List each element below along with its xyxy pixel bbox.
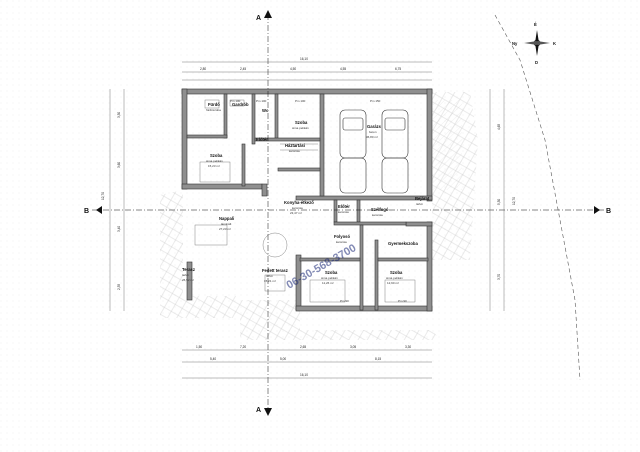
- room-name: Garázs: [367, 124, 382, 129]
- svg-text:3,30: 3,30: [405, 345, 411, 349]
- garage-apron: [432, 100, 462, 190]
- svg-text:7,20: 7,20: [240, 345, 246, 349]
- room-name: Szélfogó: [371, 207, 389, 212]
- svg-text:3,30: 3,30: [117, 112, 121, 118]
- terrace-paving: [160, 190, 240, 318]
- section-b-label-left: B: [84, 208, 89, 215]
- room-name: Előtér: [256, 137, 268, 142]
- svg-text:3,40: 3,40: [117, 226, 121, 232]
- furniture: [194, 99, 416, 303]
- svg-text:4,65: 4,65: [497, 124, 501, 130]
- room-name: Előtér: [338, 204, 350, 209]
- svg-text:3,70: 3,70: [497, 274, 501, 280]
- room-name: Konyha-étkező: [284, 200, 314, 205]
- svg-text:5,00: 5,00: [280, 357, 286, 361]
- svg-text:Pm 150: Pm 150: [370, 99, 381, 103]
- svg-text:Pm 100: Pm 100: [295, 99, 306, 103]
- room-name: Fedett terasz: [262, 268, 288, 273]
- svg-text:4,50: 4,50: [290, 67, 296, 71]
- svg-text:2,80: 2,80: [200, 67, 206, 71]
- compass-rose: [524, 30, 550, 56]
- room-area: 15,23 m²: [208, 164, 220, 168]
- svg-text:3,60: 3,60: [117, 162, 121, 168]
- room-name: Szoba: [210, 153, 223, 158]
- room-name: Szoba: [295, 120, 308, 125]
- level-labels: Pm 100 Pm 100 Pm 150 Pm 100 Pm 90 Pm 90: [230, 99, 407, 303]
- room-name: Szoba: [325, 270, 338, 275]
- room-sub: sima pelikán: [321, 276, 338, 280]
- room-name: Bejárat: [415, 196, 430, 201]
- section-b-axis: [92, 206, 605, 214]
- room-sub: laminált: [221, 222, 232, 226]
- compass-north: É: [534, 22, 537, 27]
- section-a-label-bottom: A: [256, 407, 261, 414]
- section-a-axis: [264, 10, 272, 416]
- inner-walls: [186, 93, 429, 311]
- svg-text:Pm 100: Pm 100: [256, 99, 267, 103]
- room-area: 11,26 m²: [322, 281, 334, 285]
- room-name: Szoba: [390, 270, 403, 275]
- room-name: Terasz: [182, 267, 195, 272]
- bottom-dimensions: 1,50 7,20 2,65 3,05 3,30 5,40 5,00 8,15 …: [182, 345, 432, 379]
- svg-text:2,45: 2,45: [240, 67, 246, 71]
- svg-text:5,40: 5,40: [210, 357, 216, 361]
- svg-text:12,70: 12,70: [512, 197, 516, 205]
- garage-cars: [339, 109, 409, 194]
- room-sub: kerámia: [289, 149, 300, 153]
- room-sub: sima pelikán: [206, 159, 223, 163]
- svg-text:2,65: 2,65: [300, 345, 306, 349]
- room-sub: sima pelikán: [292, 126, 309, 130]
- right-dimensions: 12,70 4,65 5,30 3,70: [489, 89, 516, 311]
- room-sub: kerámia: [338, 210, 349, 214]
- room-area: 36,80 m²: [366, 135, 378, 139]
- svg-text:4,55: 4,55: [340, 67, 346, 71]
- svg-text:16,10: 16,10: [300, 373, 308, 377]
- outer-walls: [181, 88, 433, 312]
- svg-text:Pm 90: Pm 90: [340, 299, 349, 303]
- room-name: Háztartási: [285, 143, 305, 148]
- room-name: Gardrób: [232, 102, 249, 107]
- section-b-label-right: B: [606, 208, 611, 215]
- svg-text:12,70: 12,70: [101, 192, 105, 200]
- room-name: Folyosó: [334, 234, 350, 239]
- section-a-label-top: A: [256, 15, 261, 22]
- room-sub: kerámia: [336, 240, 347, 244]
- room-area: 15,21 m²: [264, 279, 276, 283]
- svg-text:8,15: 8,15: [375, 357, 381, 361]
- room-area: 27,23 m²: [219, 227, 231, 231]
- compass-east: K: [553, 41, 556, 46]
- room-sub: térkő: [416, 202, 423, 206]
- room-area: 26,52 m²: [182, 278, 194, 282]
- svg-text:3,05: 3,05: [350, 345, 356, 349]
- room-name: Gyermekszoba: [388, 241, 418, 246]
- left-dimensions: 12,70 3,30 3,60 3,40 2,35: [101, 89, 125, 311]
- compass-west: Ny: [512, 41, 518, 46]
- room-name: Fürdő: [208, 102, 220, 107]
- top-dimensions: 16,10 2,80 2,45 4,50 4,55 6,75: [182, 57, 432, 81]
- room-sub: kerámia: [292, 206, 303, 210]
- svg-text:Pm 90: Pm 90: [398, 299, 407, 303]
- rear-paving: [240, 300, 440, 340]
- room-sub: térkő: [266, 274, 273, 278]
- svg-text:1,50: 1,50: [196, 345, 202, 349]
- room-area: 12,90 m²: [387, 281, 399, 285]
- room-sub: beton: [369, 130, 377, 134]
- svg-text:2,35: 2,35: [117, 284, 121, 290]
- room-area: 23,47 m²: [290, 211, 302, 215]
- svg-text:16,10: 16,10: [300, 57, 308, 61]
- compass-south: D: [535, 60, 538, 65]
- room-sub: fürdőszoba: [206, 108, 221, 112]
- room-name: Wc: [262, 108, 269, 113]
- svg-text:6,75: 6,75: [395, 67, 401, 71]
- room-sub: kerámia: [372, 213, 383, 217]
- room-sub: sima pelikán: [386, 276, 403, 280]
- room-name: Nappali: [219, 216, 234, 221]
- plot-boundary: [494, 14, 581, 381]
- svg-text:5,30: 5,30: [497, 199, 501, 205]
- svg-text:Pm 100: Pm 100: [230, 99, 241, 103]
- room-labels: Fürdő fürdőszoba Gardrób Wc Szoba sima p…: [182, 102, 430, 285]
- room-sub: térkő: [182, 273, 189, 277]
